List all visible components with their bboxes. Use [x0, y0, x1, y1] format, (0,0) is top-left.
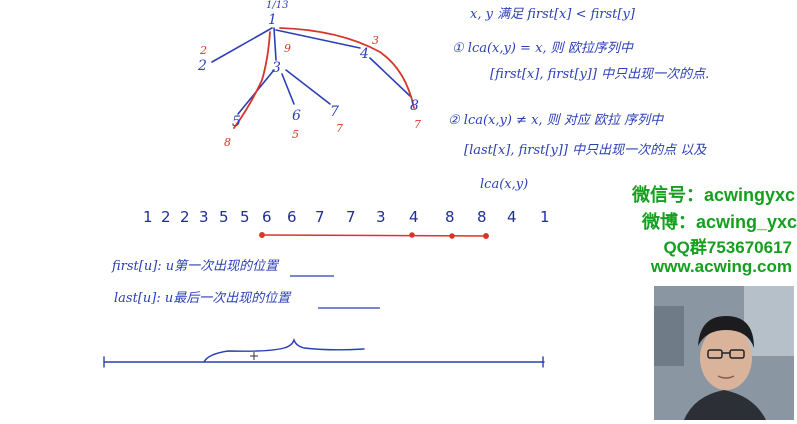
euler-sequence: 1 2 2 3 5 5 6 6 7 7 3 4 8 8 4 1	[143, 208, 550, 226]
tree-node-7: 7	[330, 104, 339, 120]
svg-text:3: 3	[199, 208, 209, 226]
svg-text:3: 3	[372, 34, 379, 47]
svg-text:5: 5	[292, 128, 299, 141]
cursor-icon	[250, 352, 258, 360]
svg-text:7: 7	[414, 118, 421, 131]
svg-text:7: 7	[336, 122, 343, 135]
def-first: first[u]: u第一次出现的位置	[111, 258, 280, 274]
note-case1-line2: [first[x], first[y]] 中只出现一次的点.	[490, 67, 709, 82]
watermark-qq: QQ群753670617	[663, 238, 792, 257]
note-case2-line3: lca(x,y)	[480, 177, 528, 192]
tree-node-1: 1	[268, 12, 277, 28]
svg-text:5: 5	[240, 208, 250, 226]
svg-text:1: 1	[143, 208, 153, 226]
tree-nodes: 1/13 1 2 3 4 5 6 7 8	[197, 0, 419, 130]
range-bracket	[259, 232, 489, 239]
svg-text:1: 1	[540, 208, 550, 226]
watermark-wechat: 微信号：acwingyxc	[632, 185, 796, 205]
number-line	[103, 337, 545, 368]
svg-text:7: 7	[346, 208, 356, 226]
watermark-weibo: 微博：acwing_yxc	[642, 212, 797, 232]
note-case2-line2: [last[x], first[y]] 中只出现一次的点 以及	[464, 143, 707, 158]
definitions: first[u]: u第一次出现的位置 last[u]: u最后一次出现的位置	[111, 258, 292, 306]
webcam-inset	[654, 286, 794, 420]
svg-text:7: 7	[315, 208, 325, 226]
svg-text:4: 4	[507, 208, 517, 226]
svg-text:3: 3	[376, 208, 386, 226]
svg-text:8: 8	[477, 208, 487, 226]
svg-text:2: 2	[199, 44, 207, 57]
svg-text:8: 8	[445, 208, 455, 226]
def-underlines	[290, 275, 380, 309]
tree-node-2: 2	[197, 58, 207, 74]
presenter-image	[654, 286, 794, 420]
tree-red-labels: 2 9 3 8 5 7 7	[199, 34, 421, 149]
tree-edges	[211, 27, 411, 115]
svg-text:2: 2	[180, 208, 190, 226]
svg-text:2: 2	[161, 208, 171, 226]
notes: x, y 满足 first[x] < first[y] ① lca(x,y) =…	[448, 7, 709, 192]
svg-text:6: 6	[262, 208, 272, 226]
tree-node-5: 5	[232, 114, 241, 130]
tree-root-note: 1/13	[266, 0, 288, 11]
svg-text:8: 8	[224, 136, 231, 149]
svg-text:5: 5	[219, 208, 229, 226]
svg-text:6: 6	[287, 208, 297, 226]
def-last: last[u]: u最后一次出现的位置	[114, 290, 292, 306]
note-case1-line1: ① lca(x,y) = x, 则 欧拉序列中	[452, 40, 634, 56]
tree-node-8: 8	[410, 98, 419, 114]
tree-node-3: 3	[272, 60, 281, 76]
note-case2-line1: ② lca(x,y) ≠ x, 则 对应 欧拉 序列中	[448, 112, 664, 128]
watermark-site: www.acwing.com	[650, 257, 792, 276]
euler-path	[233, 27, 415, 129]
note-condition: x, y 满足 first[x] < first[y]	[470, 7, 636, 22]
svg-text:4: 4	[409, 208, 419, 226]
tree-node-4: 4	[359, 46, 369, 62]
tree-node-6: 6	[292, 108, 301, 124]
svg-text:9: 9	[284, 42, 291, 55]
